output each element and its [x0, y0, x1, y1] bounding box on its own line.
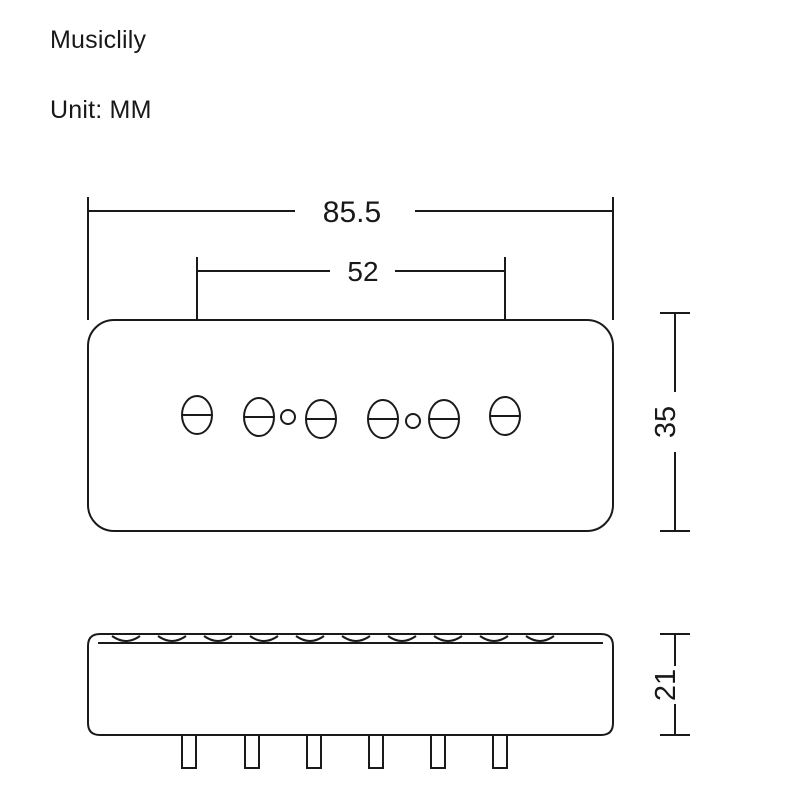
- top-view-outline: [87, 319, 614, 532]
- side-top-bump-4: [249, 635, 279, 642]
- pole-piece-6: [489, 396, 521, 436]
- brand-label: Musiclily: [50, 26, 147, 54]
- side-leg-5: [430, 735, 446, 769]
- dimension-height-35: [660, 312, 690, 532]
- top-view-body: [87, 319, 614, 532]
- side-leg-3: [306, 735, 322, 769]
- pole-piece-1: [181, 395, 213, 435]
- dimension-label-pole-spacing: 52: [347, 256, 378, 287]
- side-top-bump-9: [479, 635, 509, 642]
- pole-piece-5: [428, 399, 460, 439]
- side-leg-2: [244, 735, 260, 769]
- mounting-hole-2: [405, 413, 421, 429]
- dimension-label-side-height: 21: [650, 669, 682, 701]
- side-top-bump-8: [433, 635, 463, 642]
- pole-piece-2: [243, 397, 275, 437]
- pole-pieces: [181, 395, 521, 439]
- mounting-holes: [280, 409, 421, 429]
- side-top-bump-7: [387, 635, 417, 642]
- pole-piece-4: [367, 399, 399, 439]
- side-top-bump-2: [157, 635, 187, 642]
- pole-piece-3: [305, 399, 337, 439]
- side-top-bump-5: [295, 635, 325, 642]
- dimension-height-21: [660, 633, 690, 736]
- side-view-legs: [181, 735, 508, 769]
- mounting-hole-1: [280, 409, 296, 425]
- dimension-width-85-5: [87, 197, 614, 226]
- dimension-label-width: 85.5: [323, 196, 381, 229]
- unit-label: Unit: MM: [50, 96, 152, 124]
- side-leg-4: [368, 735, 384, 769]
- side-leg-1: [181, 735, 197, 769]
- side-top-bump-6: [341, 635, 371, 642]
- side-top-bump-3: [203, 635, 233, 642]
- side-view-body: [87, 633, 614, 736]
- side-top-bump-10: [525, 635, 555, 642]
- side-top-bump-1: [111, 635, 141, 642]
- side-leg-6: [492, 735, 508, 769]
- dimension-pole-spacing-52: [196, 257, 506, 286]
- dimension-label-height: 35: [650, 406, 682, 438]
- side-view-outline: [87, 633, 614, 736]
